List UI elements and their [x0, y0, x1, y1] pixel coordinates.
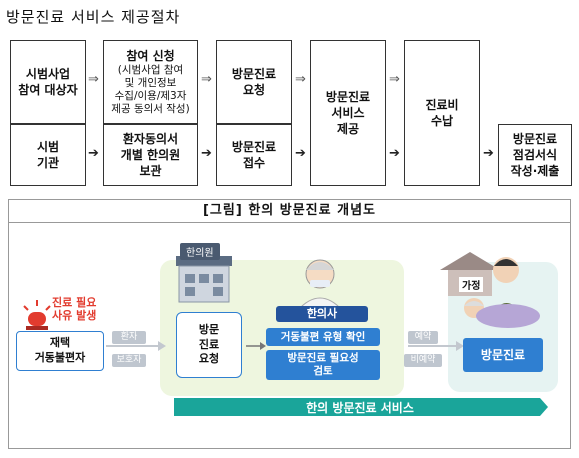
arrow-head: [260, 342, 266, 350]
box-apply-subtitle: (시범사업 참여 및 개인정보 수집/이용/제3자 제공 동의서 작성): [111, 63, 190, 116]
arrow-light: ⇒: [389, 72, 400, 87]
clinic-label: 한의원: [180, 243, 220, 260]
box-payment: 진료비 수납: [404, 40, 480, 186]
arrow-bold: ➔: [201, 146, 212, 161]
box-service-provision-label: 방문진료 서비스 제공: [325, 89, 371, 137]
doctor-icon: [296, 259, 344, 311]
box-visit-intake: 방문진료 접수: [216, 124, 292, 186]
arrow-light: ⇒: [201, 72, 212, 87]
box-pilot-participant-label: 시범사업 참여 대상자: [18, 66, 78, 97]
service-banner-arrow: [174, 398, 548, 416]
arrow-bold: ➔: [295, 146, 306, 161]
box-pilot-institution-label: 시범 기관: [36, 139, 60, 170]
tag-booking: 예약: [408, 331, 438, 344]
arrow-head: [158, 341, 166, 351]
patient-icon: [464, 298, 540, 328]
visit-request-box: 방문 진료 요청: [176, 312, 242, 378]
arrow-bold: ➔: [483, 146, 494, 161]
box-pilot-institution: 시범 기관: [10, 124, 86, 186]
box-service-provision: 방문진료 서비스 제공: [310, 40, 386, 186]
alert-siren-icon: [23, 300, 51, 330]
alert-text: 진료 필요 사유 발생: [52, 296, 97, 323]
box-payment-label: 진료비 수납: [425, 97, 459, 128]
box-checklist-submit: 방문진료 점검서식 작성·제출: [498, 124, 572, 186]
box-checklist-submit-label: 방문진료 점검서식 작성·제출: [510, 131, 560, 179]
task-check-mobility: 거동불편 유형 확인: [266, 328, 380, 346]
service-banner-text: 한의 방문진료 서비스: [306, 401, 414, 415]
box-visit-intake-label: 방문진료 접수: [231, 139, 277, 170]
box-pilot-participant: 시범사업 참여 대상자: [10, 40, 86, 124]
tag-nonbooking: 비예약: [404, 354, 442, 367]
arrow-bold: ➔: [389, 146, 400, 161]
box-visit-request-label: 방문진료 요청: [231, 66, 277, 97]
page-title: 방문진료 서비스 제공절차: [6, 8, 181, 26]
tag-patient: 환자: [112, 331, 146, 344]
arrow-light: ⇒: [88, 72, 99, 87]
clinic-building-icon: [176, 256, 232, 303]
tag-guardian: 보호자: [112, 354, 146, 367]
box-consent-storage: 환자동의서 개별 한의원 보관: [103, 124, 198, 186]
patient-box: 재택 거동불편자: [16, 331, 104, 371]
box-apply-title: 참여 신청: [126, 48, 175, 63]
arrow-bold: ➔: [88, 146, 99, 161]
task-review-need: 방문진료 필요성 검토: [266, 350, 380, 380]
home-label: 가정: [459, 277, 484, 292]
box-apply: 참여 신청 (시범사업 참여 및 개인정보 수집/이용/제3자 제공 동의서 작…: [103, 40, 198, 124]
concept-diagram: [8, 199, 571, 449]
home-visit-box: 방문진료: [463, 338, 543, 372]
box-consent-storage-label: 환자동의서 개별 한의원 보관: [120, 131, 181, 179]
box-visit-request: 방문진료 요청: [216, 40, 292, 124]
visit-request-label: 방문 진료 요청: [198, 322, 220, 366]
arrow-light: ⇒: [295, 72, 306, 87]
arrow-head: [456, 341, 464, 351]
concept-diagram-title: [그림] 한의 방문진료 개념도: [8, 199, 571, 223]
patient-box-label: 재택 거동불편자: [34, 336, 86, 364]
doctor-label: 한의사: [276, 306, 368, 322]
